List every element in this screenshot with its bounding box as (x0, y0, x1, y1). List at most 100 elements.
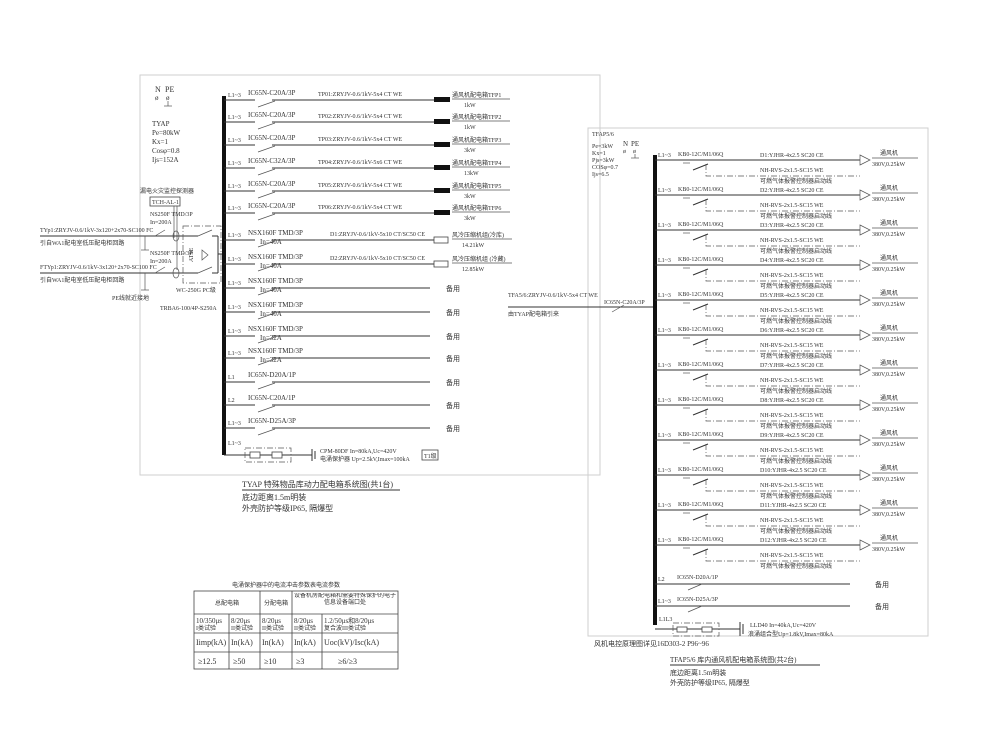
circuit-breaker: IC65N-C20A/3P (248, 202, 296, 210)
panel2-note-2: 外壳防护等级IP65, 隔爆型 (670, 678, 750, 687)
breaker-switch-icon (692, 163, 709, 171)
n-label: N (623, 140, 628, 148)
spd-line2: 浪涌组合型Up=1.8kV,Imax=80kA (748, 630, 834, 638)
fan-motor-icon (859, 434, 871, 446)
circuit-spare: 备用 (446, 424, 460, 433)
spd-enclosure (672, 622, 720, 637)
control-cable: NH-RVS-2x1.5-SC15 WE (760, 553, 824, 559)
phi-pe: ø (633, 149, 636, 155)
ats-switch-2 (197, 266, 213, 274)
breaker-switch-icon (257, 213, 276, 221)
control-wire (705, 479, 860, 492)
incoming1-source: 引自WA1配电室低压配电柜回路 (40, 239, 124, 247)
control-note: 可燃气体报警控制器启动线 (760, 212, 832, 220)
breaker-switch-icon (692, 338, 709, 346)
control-wire (705, 514, 860, 527)
incoming2-switch (154, 266, 166, 274)
circuit-breaker: KB0-12C/M1/06Q (678, 362, 724, 368)
circuit-breaker: IC65N-C20A/3P (248, 180, 296, 188)
circuit-phase: L1~3 (228, 115, 241, 121)
fan-load: 通风机 (880, 429, 898, 437)
control-cable: NH-RVS-2x1.5-SC15 WE (760, 343, 824, 349)
control-wire (705, 269, 860, 282)
breaker-switch-icon (692, 303, 709, 311)
fan-load: 通风机 (880, 534, 898, 542)
circuit-cable: TP04:ZRYJV-0.6/1kV-5x6 CT WE (318, 160, 403, 166)
circuit-cable: D1:ZRYJV-0.6/1kV-5x10 CT/SC50 CE (330, 232, 425, 238)
compressor-box-icon (433, 236, 449, 244)
fan-motor-icon (859, 399, 871, 411)
fan-motor-icon (859, 539, 871, 551)
panel1-spd: L1~3 CPM-80DF In=80kA,Uc=420V 电涌保护器 Up=2… (224, 441, 439, 463)
control-wire (705, 549, 860, 562)
breaker-switch-icon (257, 240, 276, 248)
circuit-breaker: IC65N-C20A/1P (248, 394, 296, 402)
circuit-cable: D1:YJHR-4x2.5 SC20 CE (760, 153, 824, 159)
control-cable: NH-RVS-2x1.5-SC15 WE (760, 203, 824, 209)
circuit-cable: D12:YJHR-4x2.5 SC20 CE (760, 538, 827, 544)
pe-label: PE (165, 85, 174, 94)
n-label: N (155, 85, 161, 94)
table-value-cell: ≥12.5 (198, 657, 216, 666)
table-test-subheader: II类试验 (294, 624, 316, 632)
table-test-subheader: II类试验 (231, 624, 253, 632)
circuit-breaker: IC65N-C20A/3P (248, 134, 296, 142)
breaker-switch-icon (257, 122, 276, 130)
fan-motor-icon (859, 329, 871, 341)
circuit-setting: In=40A (260, 262, 282, 270)
table-caption: 电涌保护器中的电流冲击参数表电流参数 (232, 581, 340, 589)
circuit-breaker: KB0-12C/M1/06Q (678, 292, 724, 298)
table-group-1: 总配电箱 (215, 599, 239, 607)
phi-pe: ø (166, 94, 170, 102)
circuit-phase: L1~3 (658, 328, 671, 334)
ats-arrow-icon (201, 249, 209, 261)
circuit-breaker: IC65N-D25A/3P (248, 417, 296, 425)
incoming1-setting: In=200A (150, 220, 172, 226)
breaker-switch-icon (692, 443, 709, 451)
breaker-switch-icon (257, 100, 276, 108)
circuit-phase: L1~3 (228, 138, 241, 144)
control-note: 可燃气体报警控制器启动线 (760, 247, 832, 255)
control-note: 可燃气体报警控制器启动线 (760, 317, 832, 325)
table-test-header: 1.2/50μs和8/20μs (324, 616, 374, 625)
circuit-breaker: IC65N-D20A/1P (248, 371, 296, 379)
circuit-load: 通风机配电箱TFP2 (452, 113, 501, 121)
circuit-cable: TP01:ZRYJV-0.6/1kV-5x4 CT WE (318, 92, 403, 98)
circuit-setting: In=40A (260, 286, 282, 294)
table-test-header: 8/20μs (294, 617, 313, 625)
table-group-3: 设备机房配电箱和需要特殊保护的电子信息设备端口处 (294, 593, 396, 606)
panel1-info-line: TYAP (152, 120, 170, 128)
panel2-supply-header: N PE ø ø (623, 140, 639, 159)
circuit-load: 通风机配电箱TFP6 (452, 204, 501, 212)
circuit-breaker: IC65N-D25A/3P (677, 597, 719, 603)
breaker-switch-icon (257, 288, 276, 296)
fan-load: 通风机 (880, 464, 898, 472)
circuit-breaker: KB0-12C/M1/06Q (678, 187, 724, 193)
panel1-incoming: 漏电火灾监控探测器 TCH-AL-1 TYp1:ZRYJV-0.6/1kV-3x… (40, 187, 224, 312)
control-note: 可燃气体报警控制器启动线 (760, 527, 832, 535)
breaker-switch-icon (692, 478, 709, 486)
spd-fuse-1 (676, 626, 688, 633)
compressor-box-icon (433, 260, 449, 268)
fan-motor-icon (859, 224, 871, 236)
panel2-info-line: Kx=1 (592, 151, 606, 157)
table-param-cell: In(kA) (294, 638, 316, 647)
spd-phase: L1~3 (228, 441, 241, 447)
table-param-cell: Uoc(kV)/Isc(kA) (324, 638, 379, 647)
fan-motor-icon (859, 154, 871, 166)
fire-monitor-model: TCH-AL-1 (152, 200, 179, 206)
circuit-breaker: NSX160F TMD/3P (248, 277, 303, 285)
control-cable: NH-RVS-2x1.5-SC15 WE (760, 273, 824, 279)
circuit-breaker: KB0-12C/M1/06Q (678, 397, 724, 403)
control-cable: NH-RVS-2x1.5-SC15 WE (760, 518, 824, 524)
circuit-cable: D2:ZRYJV-0.6/1kV-5x10 CT/SC50 CE (330, 256, 425, 262)
fan-load: 通风机 (880, 324, 898, 332)
incoming1-ct (172, 230, 180, 242)
